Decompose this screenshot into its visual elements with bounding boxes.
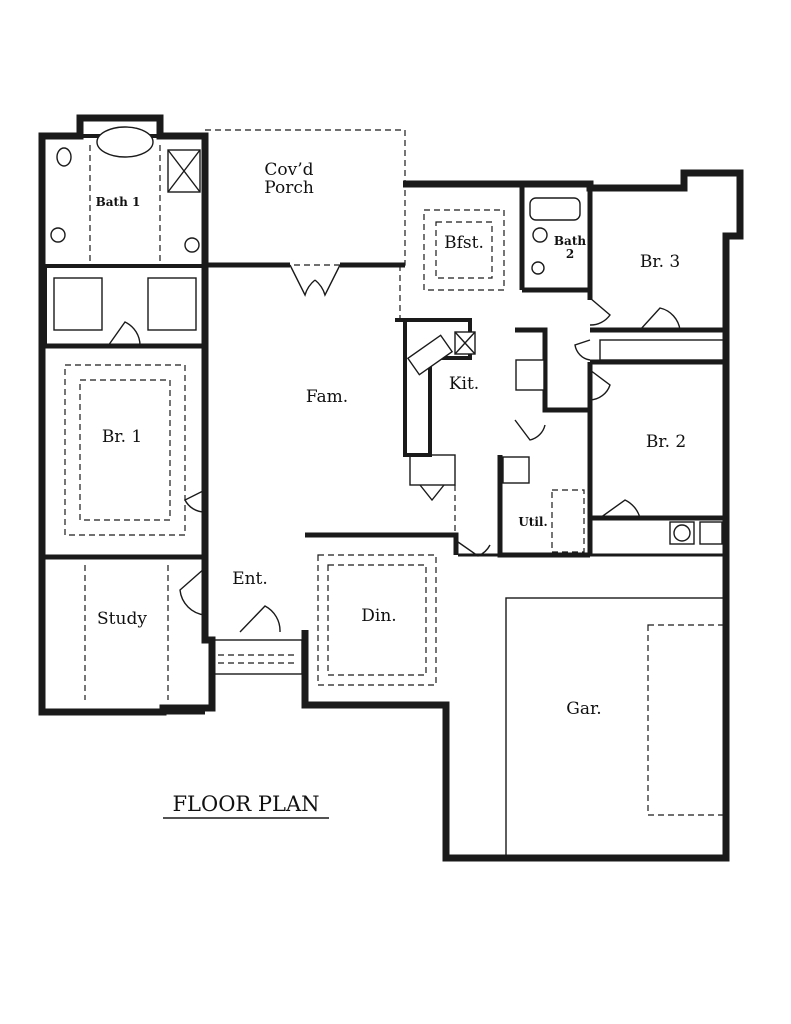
bath1-toilet bbox=[56, 147, 72, 167]
ceiling-details bbox=[64, 145, 505, 700]
kitchen-sink bbox=[406, 334, 454, 376]
dining-outline bbox=[305, 532, 459, 555]
closet-right bbox=[147, 277, 197, 331]
label-br3: Br. 3 bbox=[640, 252, 680, 272]
label-porch-line1: Cov’d bbox=[264, 160, 313, 180]
plan-title: FLOOR PLAN bbox=[172, 792, 319, 816]
bfst-tray-ceiling bbox=[423, 209, 505, 291]
label-fam: Fam. bbox=[306, 387, 348, 407]
fixtures bbox=[50, 126, 691, 542]
label-bfst: Bfst. bbox=[444, 233, 484, 253]
range bbox=[515, 359, 545, 391]
closet-left bbox=[53, 277, 103, 331]
label-ent: Ent. bbox=[232, 569, 268, 589]
br1-tray-ceiling bbox=[64, 364, 186, 536]
din-tray-ceiling bbox=[317, 554, 437, 686]
room-labels: Cov’d Porch Bath 1 Bfst. Bath 2 Br. 3 Fa… bbox=[96, 160, 687, 719]
label-br2: Br. 2 bbox=[646, 432, 686, 452]
bath1-tub bbox=[96, 126, 154, 158]
label-bath1: Bath 1 bbox=[96, 195, 141, 209]
garage-bay bbox=[505, 597, 727, 859]
label-din: Din. bbox=[361, 606, 396, 626]
label-gar: Gar. bbox=[566, 699, 601, 719]
label-kit: Kit. bbox=[449, 374, 479, 394]
label-util: Util. bbox=[518, 515, 547, 529]
bath2-tub bbox=[529, 197, 581, 221]
interior-walls bbox=[40, 134, 727, 859]
utility-sink bbox=[502, 456, 530, 484]
label-study: Study bbox=[97, 609, 147, 629]
label-porch-line2: Porch bbox=[264, 178, 314, 198]
entry-stoop bbox=[211, 639, 303, 675]
doors bbox=[107, 264, 681, 633]
label-bath2-line2: 2 bbox=[566, 247, 574, 261]
exterior-walls bbox=[38, 114, 744, 862]
label-bath2-line1: Bath bbox=[554, 234, 586, 248]
label-br1: Br. 1 bbox=[102, 427, 142, 447]
bath2-toilet bbox=[532, 227, 548, 243]
